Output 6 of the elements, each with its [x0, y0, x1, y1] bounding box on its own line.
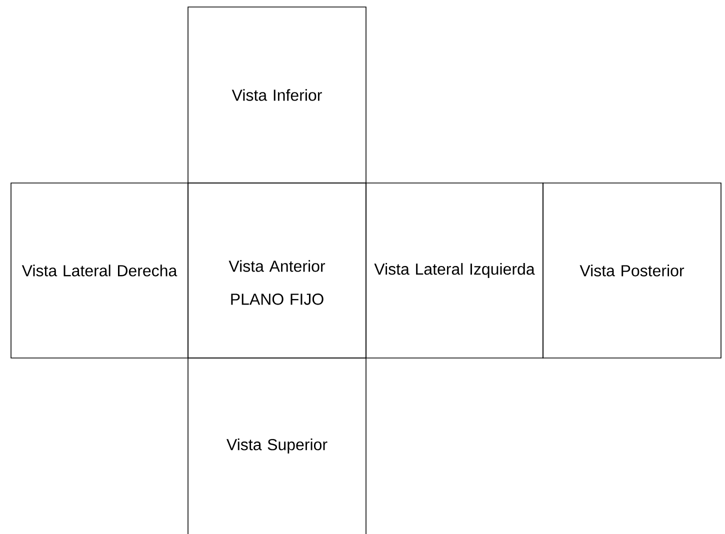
view-box: Vista Posterior — [542, 182, 722, 358]
view-box: Vista Lateral Izquierda — [366, 182, 544, 358]
view-box: Vista Anterior PLANO FIJO — [188, 182, 366, 358]
view-box: Vista Superior — [188, 358, 366, 534]
view-box: Vista Lateral Derecha — [10, 182, 188, 358]
view-box: Vista Inferior — [188, 6, 366, 184]
